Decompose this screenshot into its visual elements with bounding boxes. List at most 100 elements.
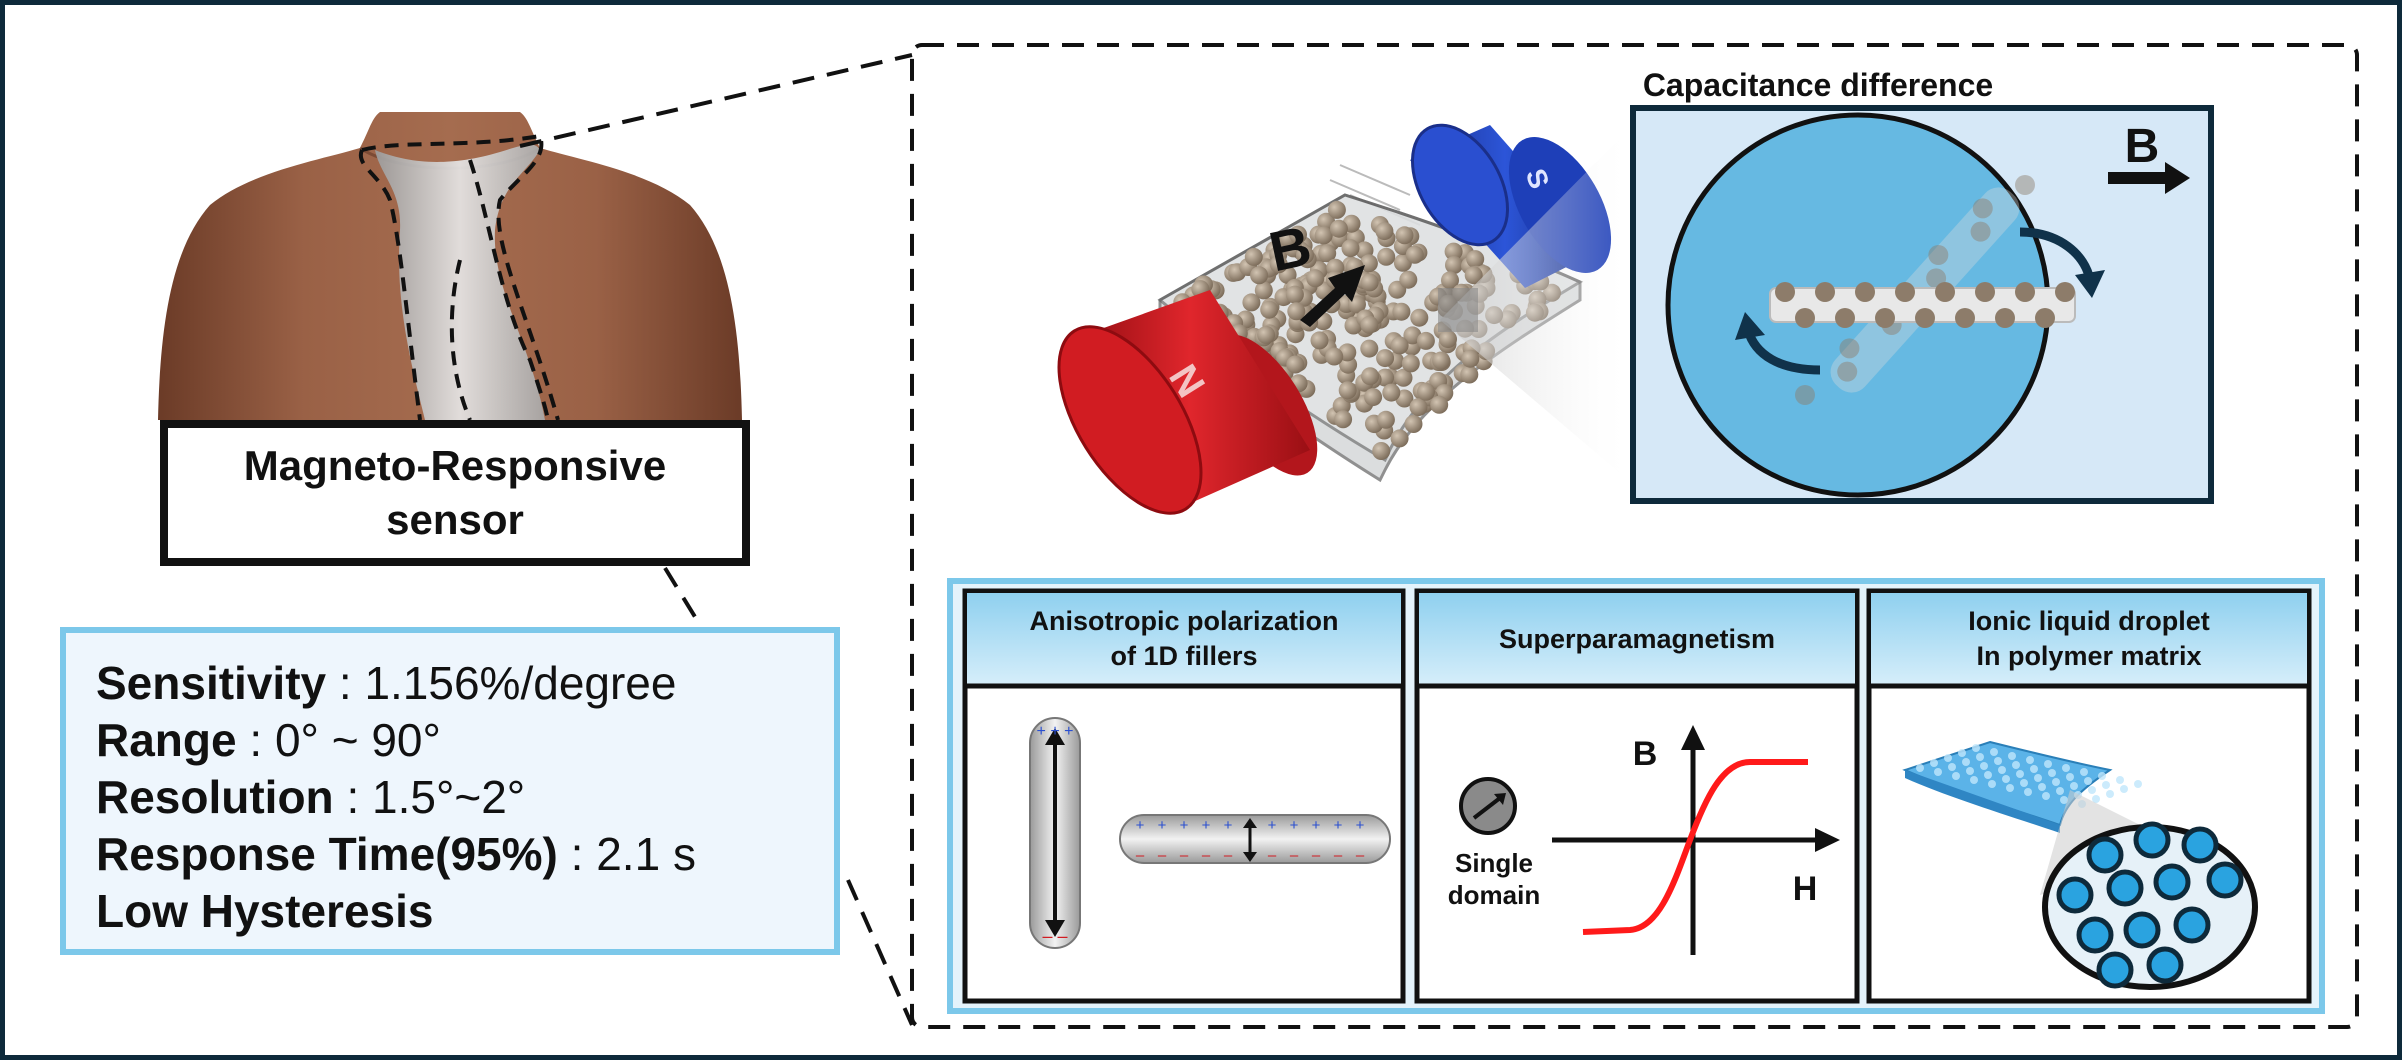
film-dot	[1944, 754, 1952, 762]
spec-row: Sensitivity : 1.156%/degree	[96, 655, 804, 712]
film-dot	[2006, 784, 2014, 792]
film-dot	[2026, 756, 2034, 764]
film-dot	[2098, 772, 2106, 780]
filler-particle	[1376, 410, 1395, 429]
film-dot	[2030, 765, 2038, 773]
negative-charge-glyph: ‒	[1224, 847, 1233, 864]
sensor-label: Magneto-Responsive sensor	[243, 442, 667, 543]
single-domain-line1: Single	[1455, 848, 1533, 878]
filler-particle	[1390, 429, 1409, 448]
ionic-droplet	[2181, 826, 2219, 864]
filler-particle	[1334, 410, 1353, 429]
spec-sep: :	[236, 714, 275, 766]
connector-bottom	[846, 879, 914, 1026]
positive-charge-glyph: +	[1312, 817, 1321, 834]
film-dot	[1962, 758, 1970, 766]
filler-particle	[1250, 266, 1269, 285]
filler-particle	[1360, 315, 1379, 334]
rod-particle	[1835, 308, 1855, 328]
spec-sep: :	[333, 771, 373, 823]
filler-particle	[1361, 367, 1380, 386]
capacitance-title: Capacitance difference	[1643, 67, 1993, 103]
filler-particle	[1242, 293, 1261, 312]
filler-particle	[1460, 365, 1479, 384]
rod-particle	[2015, 282, 2035, 302]
spec-row: Response Time(95%) : 2.1 s	[96, 826, 804, 883]
filler-particle	[1314, 226, 1333, 245]
spec-key: Resolution	[96, 771, 334, 823]
filler-particle	[1417, 382, 1435, 401]
positive-charge-glyph: +	[1356, 817, 1365, 834]
filler-particle	[1392, 302, 1411, 321]
ionic-droplet	[2123, 911, 2161, 949]
film-dot	[2092, 795, 2100, 803]
rod-particle-faded	[1839, 338, 1860, 359]
spec-sep: :	[326, 657, 365, 709]
filler-particle	[1401, 354, 1420, 373]
sensor-label-box: Magneto-Responsive sensor	[160, 420, 750, 566]
film-dot	[2102, 781, 2110, 789]
film-dot	[2106, 790, 2114, 798]
rod-particle	[1975, 282, 1995, 302]
filler-particle	[1254, 281, 1273, 300]
filler-particle	[1466, 250, 1485, 269]
filler-particle	[1404, 415, 1423, 433]
negative-charge-glyph: ‒	[1290, 847, 1299, 864]
capacitance-inset: Capacitance difference	[1630, 67, 2214, 504]
ionic-droplet	[2086, 836, 2124, 874]
filler-particle	[1432, 351, 1451, 370]
rod-particle-faded	[1970, 221, 1991, 242]
film-dot	[2056, 787, 2064, 795]
col1-title-line1: Anisotropic polarization	[1029, 606, 1338, 636]
film-dot	[2116, 776, 2124, 784]
positive-charge-glyph: +	[1158, 817, 1167, 834]
positive-charge-glyph: +	[1334, 817, 1343, 834]
positive-charge-glyph: +	[1290, 817, 1299, 834]
filler-particle	[1260, 300, 1279, 319]
rod-particle	[1775, 282, 1795, 302]
ionic-droplet	[2146, 946, 2184, 984]
filler-particle	[1439, 330, 1457, 349]
filler-particle	[1296, 246, 1314, 264]
detail-panel-border	[910, 43, 2359, 1029]
spec-value: 0° ~ 90°	[274, 714, 441, 766]
filler-particle	[1289, 225, 1307, 244]
negative-charge-glyph: ‒	[1158, 847, 1167, 864]
film-dot	[1952, 772, 1960, 780]
negative-charge-glyph: ‒	[1334, 847, 1343, 864]
filler-particle	[1461, 349, 1480, 368]
single-domain-line2: domain	[1448, 880, 1540, 910]
film-dot	[2060, 796, 2068, 804]
connector-mid	[663, 566, 702, 627]
film-dot	[2048, 769, 2056, 777]
filler-particle	[1325, 347, 1344, 366]
spec-sep: :	[557, 828, 597, 880]
ionic-droplet	[2153, 863, 2191, 901]
filler-particle	[1257, 325, 1276, 344]
filler-particle	[1403, 326, 1422, 345]
rod-particle	[1895, 282, 1915, 302]
film-dot	[1988, 780, 1996, 788]
col3-title-line1: Ionic liquid droplet	[1968, 606, 2209, 636]
ionic-droplet	[2133, 821, 2171, 859]
filler-particle	[1390, 336, 1409, 355]
connector-top	[519, 53, 913, 148]
film-dot	[2088, 786, 2096, 794]
film-dot	[1958, 749, 1966, 757]
filler-particle	[1360, 273, 1379, 292]
filler-particle	[1416, 331, 1435, 350]
film-dot	[2016, 770, 2024, 778]
ionic-droplet	[2106, 869, 2144, 907]
filler-particle	[1382, 383, 1401, 402]
spec-row: Resolution : 1.5°~2°	[96, 769, 804, 826]
film-dot	[1966, 767, 1974, 775]
filler-particle	[1269, 255, 1288, 274]
ionic-droplet	[2056, 876, 2094, 914]
negative-charge-glyph: ‒	[1312, 847, 1321, 864]
negative-charge-glyph: ‒	[1202, 847, 1211, 864]
filler-particle	[1464, 266, 1483, 285]
spec-key: Low Hysteresis	[96, 885, 434, 937]
rod-particle	[2055, 282, 2075, 302]
filler-particle	[1375, 222, 1394, 241]
